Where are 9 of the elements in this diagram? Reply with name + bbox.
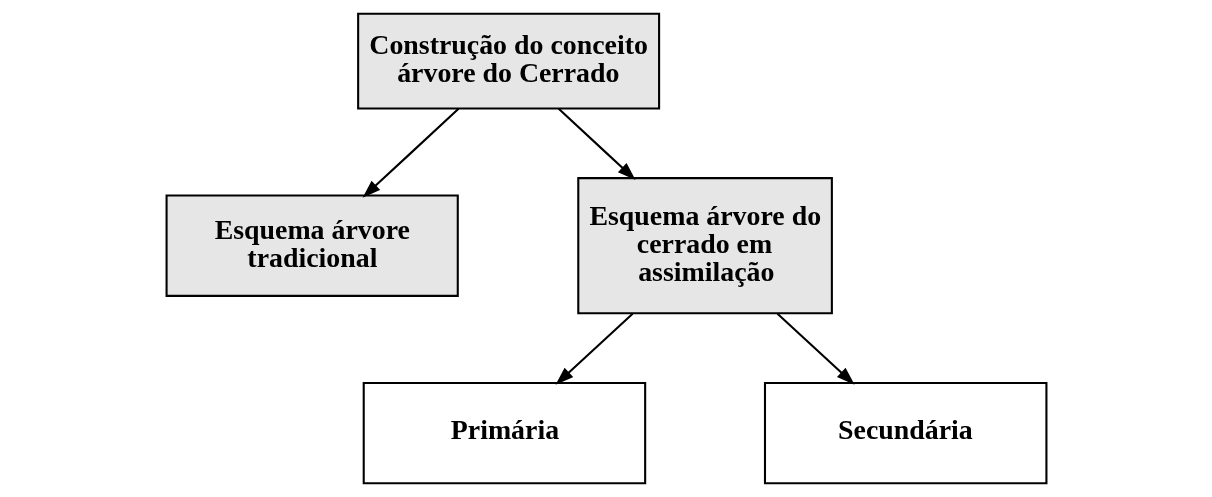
- node-box: Esquema árvore tradicional: [165, 194, 459, 297]
- arrow: [362, 108, 459, 198]
- node-box: Secundária: [763, 381, 1047, 485]
- node-box: Esquema árvore do cerrado em assimilação: [576, 177, 833, 315]
- arrow: [555, 313, 633, 385]
- node-box: Primária: [362, 381, 646, 485]
- arrow: [557, 108, 636, 180]
- node-box: Construção do conceito árvore do Cerrado: [356, 12, 660, 110]
- arrow: [776, 313, 855, 385]
